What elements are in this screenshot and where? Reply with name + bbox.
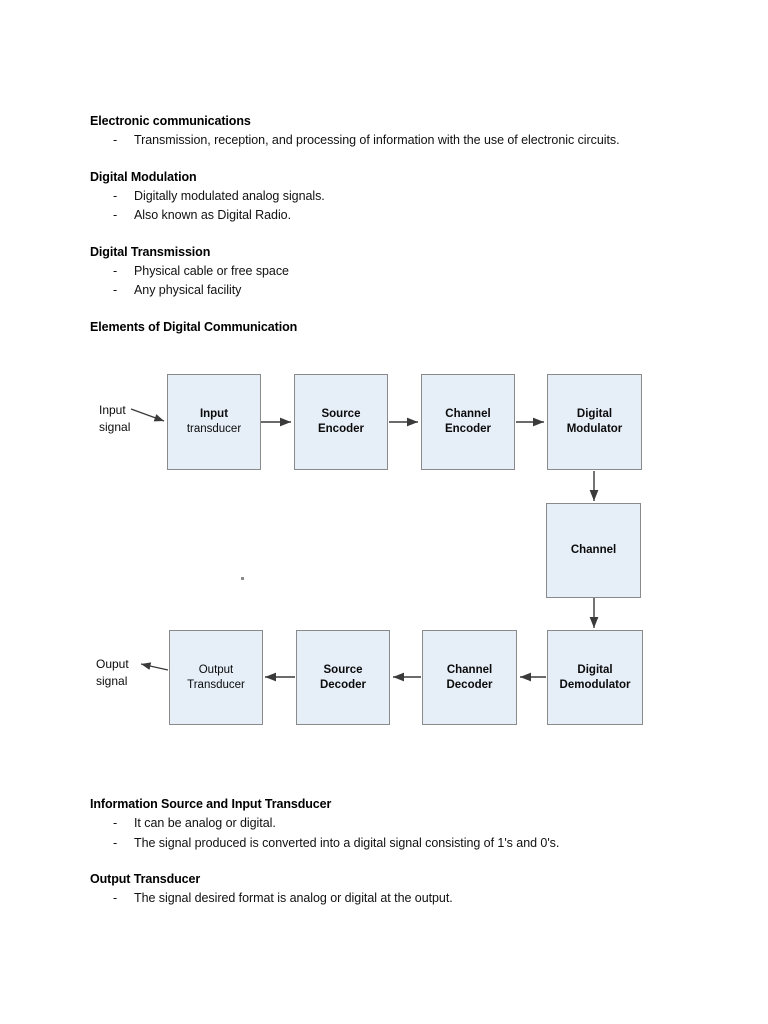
section-electronic-communications: Electronic communications - Transmission… (90, 112, 710, 151)
section-heading: Digital Modulation (90, 169, 197, 184)
node-source-encoder[interactable]: Source Encoder (294, 374, 388, 470)
section-digital-transmission: Digital Transmission - Physical cable or… (90, 243, 710, 301)
bullet-marker: - (113, 263, 118, 278)
list-item: - It can be analog or digital. (90, 814, 710, 834)
node-label-line1: Source (321, 408, 361, 420)
node-output-transducer[interactable]: Output Transducer (169, 630, 263, 725)
node-source-decoder[interactable]: Source Decoder (296, 630, 390, 725)
node-channel-encoder[interactable]: Channel Encoder (421, 374, 515, 470)
section-output-transducer: Output Transducer - The signal desired f… (90, 870, 710, 909)
list-item-text: Digitally modulated analog signals. (134, 188, 325, 203)
list-item-text: Any physical facility (134, 283, 242, 297)
list-item: - Also known as Digital Radio. (90, 206, 710, 226)
section-elements-of-digital-communication: Elements of Digital Communication (90, 318, 710, 337)
bullet-list: - Digitally modulated analog signals. - … (90, 187, 710, 226)
node-label-line1: Source (323, 663, 363, 676)
section-heading: Electronic communications (90, 114, 251, 128)
node-label-line2: Modulator (566, 423, 623, 435)
node-label-line1: Channel (445, 408, 491, 420)
node-channel[interactable]: Channel (546, 503, 641, 598)
section-heading: Information Source and Input Transducer (90, 797, 332, 811)
list-item: - Digitally modulated analog signals. (90, 187, 710, 207)
bullet-marker: - (113, 208, 118, 222)
node-label-line1: Digital (577, 663, 613, 676)
bullet-marker: - (113, 835, 118, 850)
node-label-line2: Transducer (187, 678, 245, 691)
node-label-line2: Encoder (317, 423, 364, 435)
list-item: - The signal produced is converted into … (90, 834, 710, 854)
section-heading: Digital Transmission (90, 244, 211, 259)
node-label-line2: transducer (186, 423, 242, 435)
node-label-line2: Decoder (446, 678, 493, 691)
list-item-text: Also known as Digital Radio. (134, 208, 292, 222)
list-item: - The signal desired format is analog or… (90, 889, 710, 909)
node-channel-decoder[interactable]: Channel Decoder (422, 630, 517, 725)
bullet-list: - Physical cable or free space - Any phy… (90, 262, 710, 301)
section-information-source-and-input-transducer: Information Source and Input Transducer … (90, 795, 710, 853)
bullet-marker: - (113, 283, 118, 297)
bullet-list: - The signal desired format is analog or… (90, 889, 710, 909)
node-label-line1: Input (199, 408, 229, 420)
bullet-list: - Transmission, reception, and processin… (90, 131, 710, 151)
node-label-line2: Encoder (444, 423, 491, 435)
list-item-text: Physical cable or free space (134, 263, 289, 278)
bullet-marker: - (113, 891, 118, 905)
node-label-line2: Decoder (319, 678, 367, 691)
input-signal-label: Input signal (99, 403, 131, 434)
notes-top-text: Electronic communications - Transmission… (90, 112, 710, 354)
node-digital-demodulator[interactable]: Digital Demodulator (547, 630, 643, 725)
node-label-line2: Demodulator (559, 678, 631, 691)
notes-bottom-text: Information Source and Input Transducer … (90, 795, 710, 926)
node-label-line1: Channel (446, 663, 493, 676)
list-item-text: It can be analog or digital. (134, 816, 276, 830)
node-label-line1: Channel (570, 544, 617, 556)
section-digital-modulation: Digital Modulation - Digitally modulated… (90, 168, 710, 226)
bullet-marker: - (113, 188, 118, 203)
scan-speck (241, 577, 244, 580)
list-item-text: Transmission, reception, and processing … (134, 133, 620, 147)
node-digital-modulator[interactable]: Digital Modulator (547, 374, 642, 470)
node-label-line1: Digital (576, 408, 613, 420)
section-heading: Elements of Digital Communication (90, 319, 298, 334)
list-item: - Physical cable or free space (90, 262, 710, 282)
bullet-list: - It can be analog or digital. - The sig… (90, 814, 710, 853)
list-item-text: The signal produced is converted into a … (134, 835, 560, 850)
list-item-text: The signal desired format is analog or d… (134, 891, 453, 905)
list-item: - Any physical facility (90, 281, 710, 301)
section-heading: Output Transducer (90, 872, 201, 886)
node-input-transducer[interactable]: Input transducer (167, 374, 261, 470)
bullet-marker: - (113, 133, 118, 147)
list-item: - Transmission, reception, and processin… (90, 131, 710, 151)
output-signal-label: Ouput signal (96, 657, 129, 688)
node-label-line1: Output (198, 663, 234, 676)
bullet-marker: - (113, 816, 118, 830)
